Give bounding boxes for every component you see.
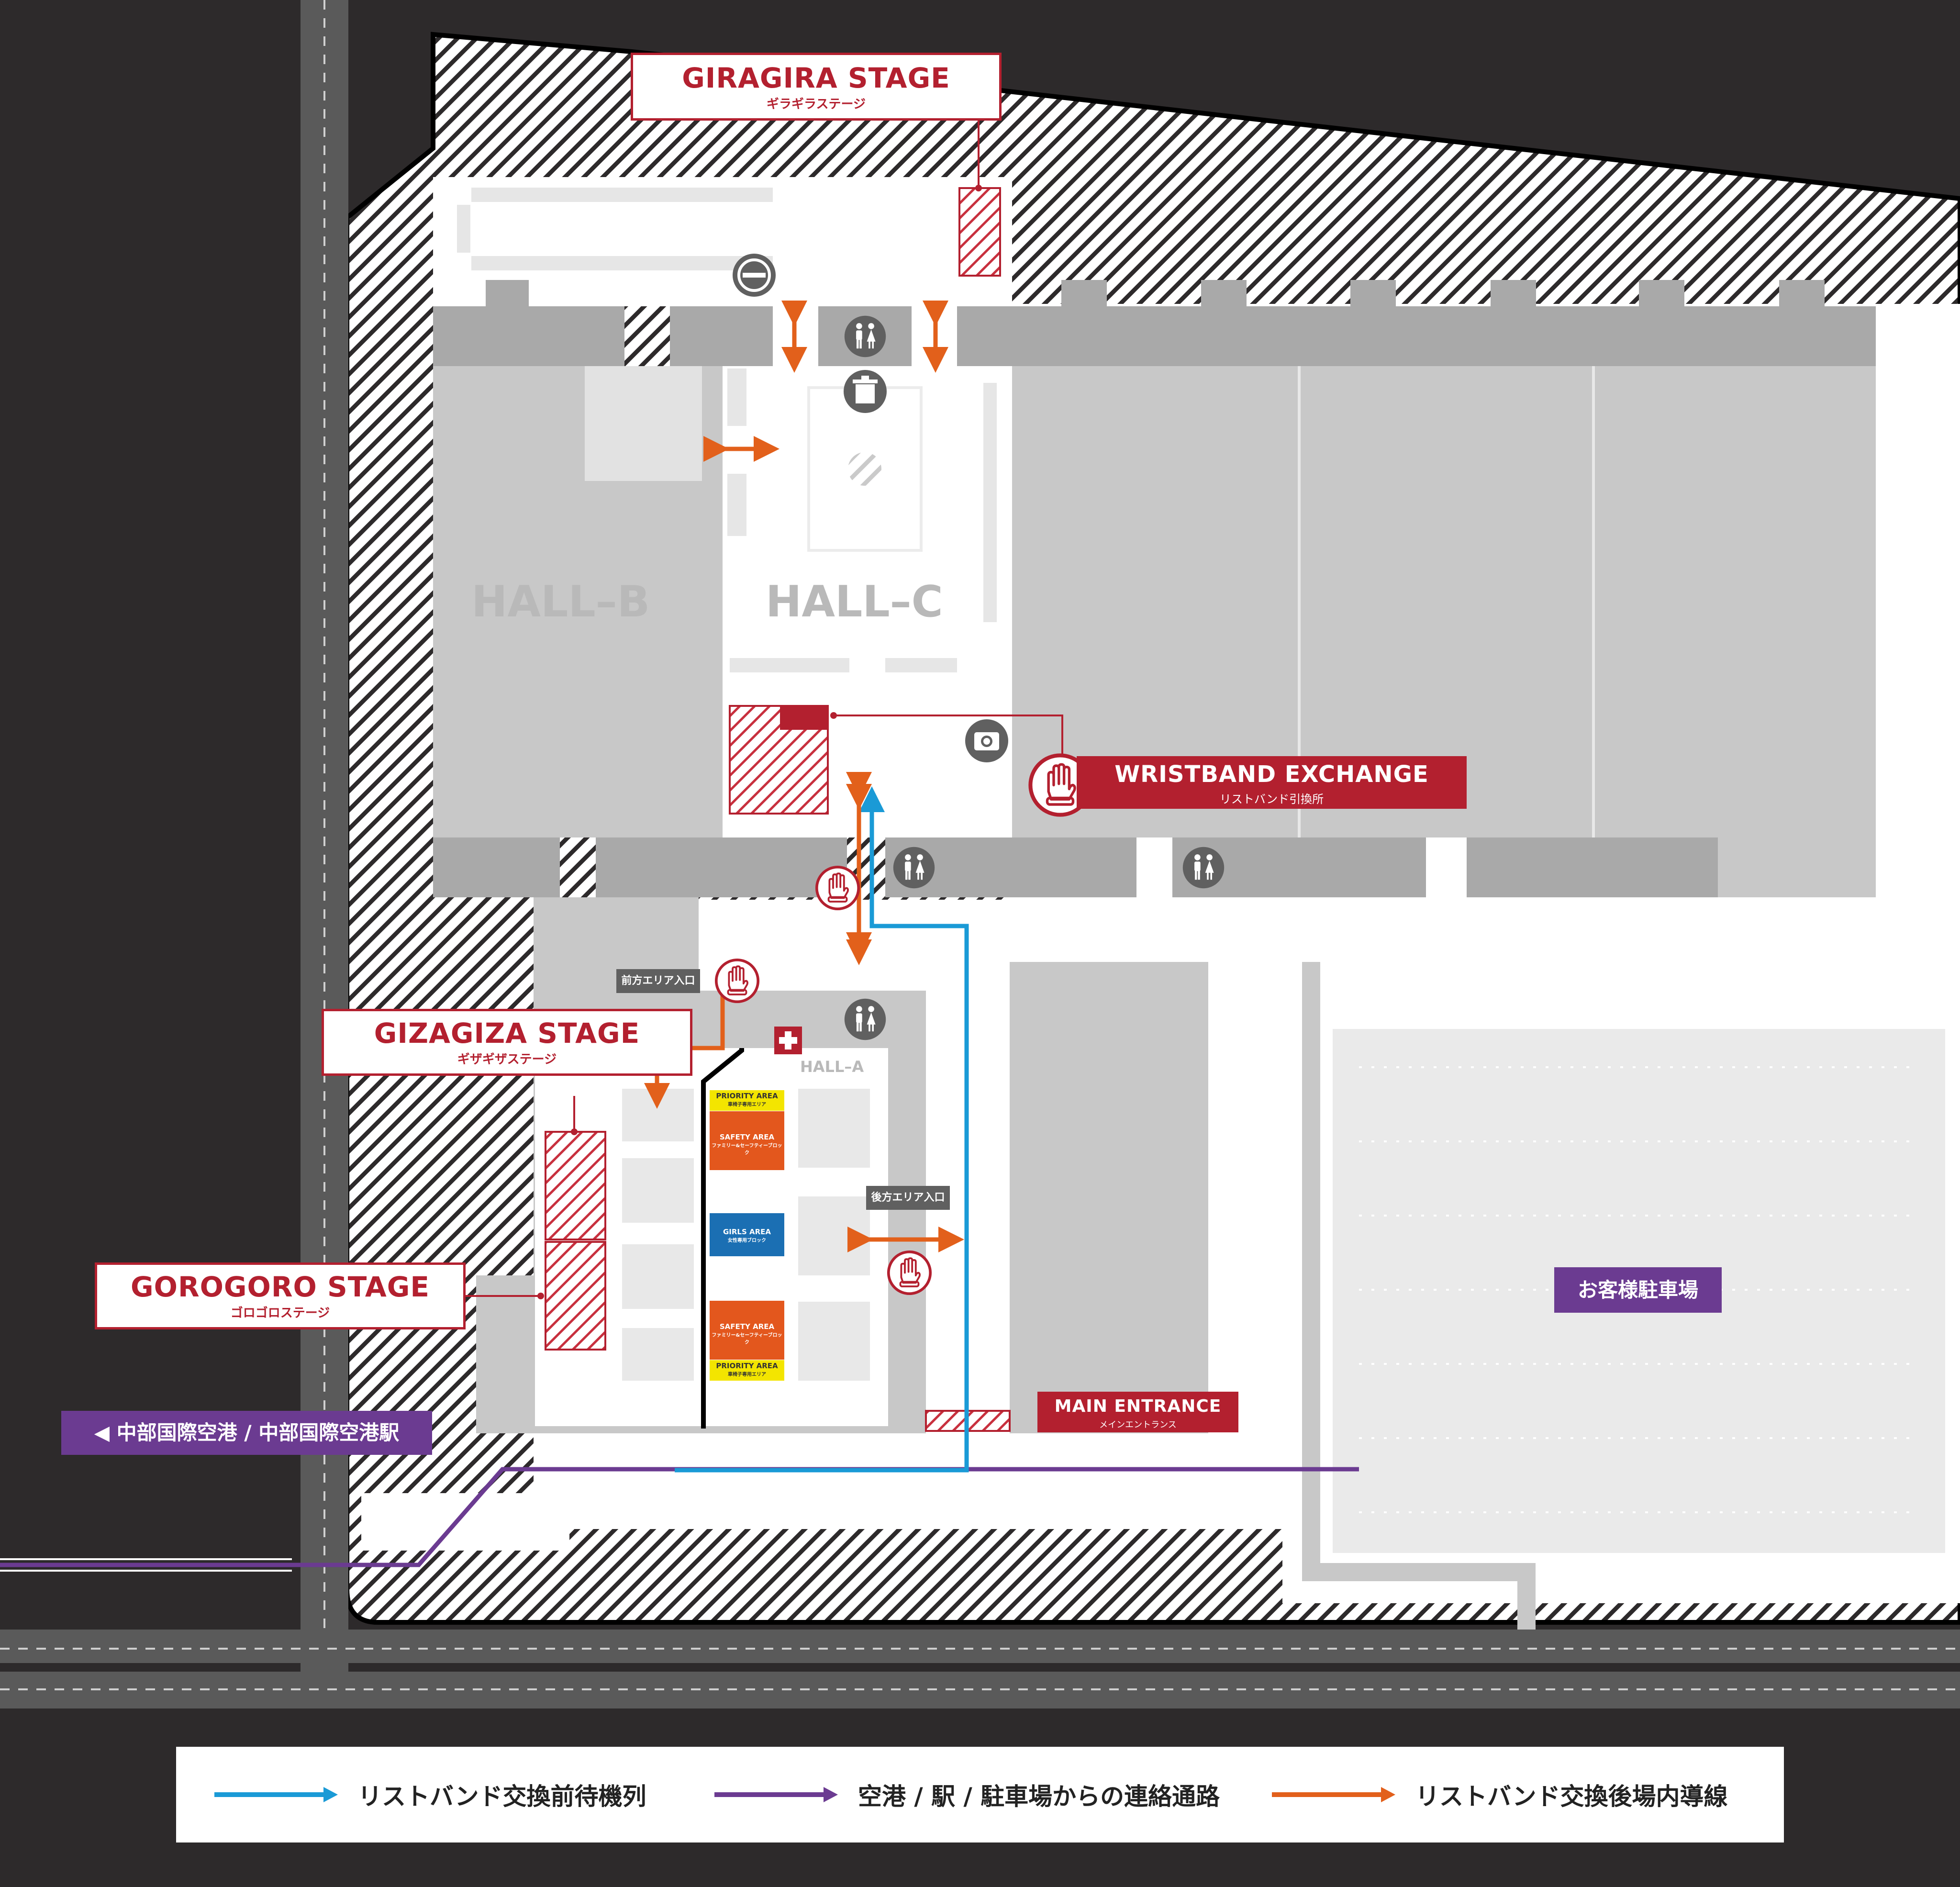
north-building-band-mid (670, 306, 773, 366)
east-building-strip (1010, 962, 1208, 1433)
legend-orange-arrow-icon (1272, 1787, 1395, 1802)
front-area-entrance-tag: 前方エリア入口 (616, 969, 700, 993)
legend-purple-arrow-icon (714, 1787, 838, 1802)
mid-band-5 (1467, 837, 1718, 897)
south-walkway-west (361, 1493, 567, 1551)
legend-item-flow: リストバンド交換後場内導線 (1272, 1747, 1728, 1842)
mid-band-6 (1718, 837, 1876, 897)
mid-band-1 (433, 837, 560, 897)
restroom-icon (844, 998, 886, 1040)
wristband-hand-icon (716, 960, 758, 1002)
legend-blue-arrow-icon (214, 1787, 338, 1802)
restroom-icon (893, 847, 935, 889)
safety-area-bottom: SAFETY AREA ファミリー&セーフティーブロック (710, 1301, 784, 1360)
mid-band-2 (596, 837, 847, 897)
wristband-hand-icon (889, 1252, 930, 1294)
hall-a-label: HALL–A (800, 1058, 864, 1076)
restroom-icon (844, 315, 886, 357)
hall-a-barrier-line (701, 1048, 744, 1429)
priority-area-bottom: PRIORITY AREA 車椅子専用エリア (710, 1360, 784, 1381)
girls-area: GIRLS AREA 女性専用ブロック (710, 1213, 784, 1256)
giragira-stage-area (958, 187, 1001, 277)
north-building-band-right (957, 306, 1876, 366)
restroom-icon (1182, 847, 1225, 889)
giragira-stage-label: GIRAGIRA STAGE ギラギラステージ (631, 53, 1002, 121)
gorogoro-stage-label: GOROGORO STAGE ゴロゴロステージ (95, 1262, 466, 1329)
camera-icon (965, 719, 1008, 762)
hall-a-north-wing (742, 993, 926, 1048)
legend-item-access: 空港 / 駅 / 駐車場からの連絡通路 (714, 1747, 1220, 1842)
first-aid-icon (774, 1027, 802, 1054)
north-building-band-left (433, 306, 624, 366)
rear-area-entrance-tag: 後方エリア入口 (866, 1186, 950, 1210)
legend-item-queue: リストバンド交換前待機列 (214, 1747, 646, 1842)
smoking-area-icon (733, 254, 776, 297)
legend: リストバンド交換前待機列 空港 / 駅 / 駐車場からの連絡通路 リストバンド交… (176, 1747, 1784, 1842)
gizagiza-stage-area (545, 1131, 606, 1240)
hall-b-label: HALL–B (471, 577, 650, 627)
safety-area-top: SAFETY AREA ファミリー&セーフティーブロック (710, 1111, 784, 1170)
trash-icon (844, 370, 887, 413)
hall-c-label: HALL–C (766, 577, 943, 627)
hall-a-west-wing (476, 1275, 536, 1433)
gorogoro-stage-area (545, 1241, 606, 1351)
gizagiza-stage-label: GIZAGIZA STAGE ギザギザステージ (322, 1009, 692, 1076)
hall-b-annex (585, 366, 702, 481)
wristband-hand-icon (817, 867, 858, 909)
priority-area-top: PRIORITY AREA 車椅子専用エリア (710, 1090, 784, 1111)
main-entrance-label: MAIN ENTRANCE メインエントランス (1037, 1392, 1238, 1432)
wristband-exchange-label: WRISTBAND EXCHANGE リストバンド引換所 (1077, 756, 1467, 809)
wristband-queue-line (675, 786, 969, 1473)
south-hatch-island (569, 1529, 1282, 1598)
airport-station-label[interactable]: ◀ 中部国際空港 / 中部国際空港駅 (61, 1411, 432, 1455)
parking-label: お客様駐車場 (1554, 1267, 1722, 1313)
